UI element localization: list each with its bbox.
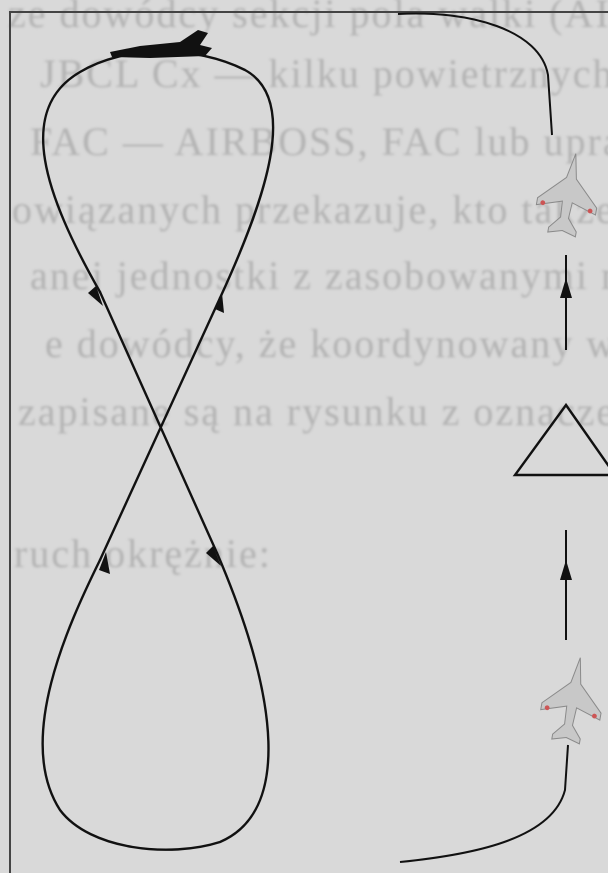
arrow-marker [215,293,224,313]
triangle-waypoint-icon [515,405,608,475]
arrow-marker [560,278,572,298]
upper-loop-path [43,51,273,298]
approach-curve-bottom [400,745,568,862]
crossing-leg-down [100,292,217,553]
approach-curve-top [398,14,552,135]
arrow-marker [560,560,572,580]
jet-silhouette-icon [110,30,212,58]
track-arrows [88,286,224,574]
figure-eight-track [43,51,274,849]
figure-frame [10,12,608,873]
lower-loop-path [43,553,269,850]
fighter-jet-icon [536,653,608,747]
fighter-jet-icon [532,148,605,239]
arrow-marker [99,552,110,574]
